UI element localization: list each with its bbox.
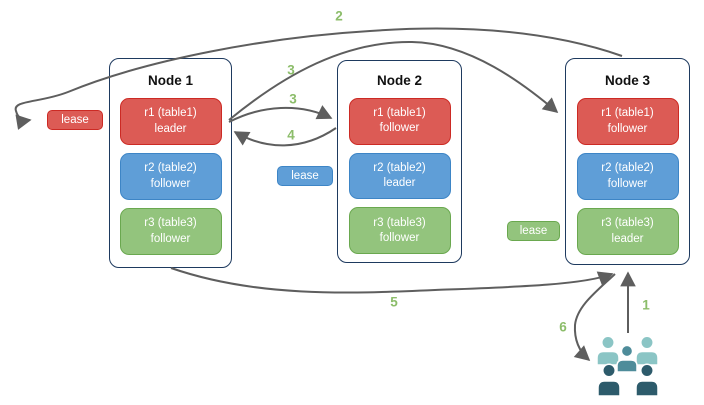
node-1-replica-r2: r2 (table2) follower [119,153,222,200]
replica-role: follower [379,122,420,135]
replica-name: r3 (table3) [601,217,654,230]
arrow-3-node1-to-node2 [228,105,333,123]
replica-role: leader [611,232,644,245]
node-1-replica-r3: r3 (table3) follower [119,208,222,255]
lease-badge-table3: lease [507,221,560,241]
flow-label-2: 2 [335,8,343,24]
node-3-replica-r2: r2 (table2) follower [576,153,679,200]
node-1-replica-r1: r1 (table1) leader [119,98,222,145]
node-2-replica-r3: r3 (table3) follower [348,207,451,255]
flow-label-5: 5 [390,294,398,310]
replica-name: r2 (table2) [601,162,654,175]
users-icon [596,335,659,397]
replica-name: r1 (table1) [144,107,197,120]
flow-label-3b: 3 [289,91,297,107]
node-2-replica-r1: r1 (table1) follower [348,98,451,145]
arrow-4-node2-to-node1 [233,127,337,147]
lease-badge-table1: lease [47,110,103,130]
replica-name: r2 (table2) [144,162,197,175]
flow-label-4: 4 [287,127,295,143]
node-2-replica-r2: r2 (table2) leader [348,152,451,200]
node-1-title: Node 1 [147,73,193,88]
arrow-5-node1-to-node3 [170,267,614,294]
flow-label-3a: 3 [287,62,295,78]
replica-role: follower [379,231,420,244]
replica-name: r3 (table3) [144,217,197,230]
arrow-6-node3-to-users [573,273,616,362]
node-3-title: Node 3 [604,73,650,88]
flow-label-1: 1 [642,297,650,313]
replica-role: leader [383,177,416,189]
replica-role: follower [150,177,191,190]
replica-name: r1 (table1) [373,107,426,120]
replica-role: follower [150,232,191,245]
replica-name: r3 (table3) [373,216,426,229]
node-3-replica-r3: r3 (table3) leader [576,208,679,255]
arrow-2-node3-to-lease1 [14,27,623,130]
node-2-title: Node 2 [376,73,422,88]
replica-role: follower [607,122,648,135]
node-3-replica-r1: r1 (table1) follower [576,98,679,145]
node-1-card: Node 1 r1 (table1) leader r2 (table2) fo… [109,58,232,268]
replica-name: r1 (table1) [601,107,654,120]
replica-name: r2 (table2) [373,161,426,174]
node-2-card: Node 2 r1 (table1) follower r2 (table2) … [337,60,462,263]
lease-badge-table2: lease [277,166,333,186]
replica-role: follower [607,177,648,190]
replica-role: leader [154,122,187,135]
node-3-card: Node 3 r1 (table1) follower r2 (table2) … [565,58,690,265]
flow-label-6: 6 [559,319,567,335]
